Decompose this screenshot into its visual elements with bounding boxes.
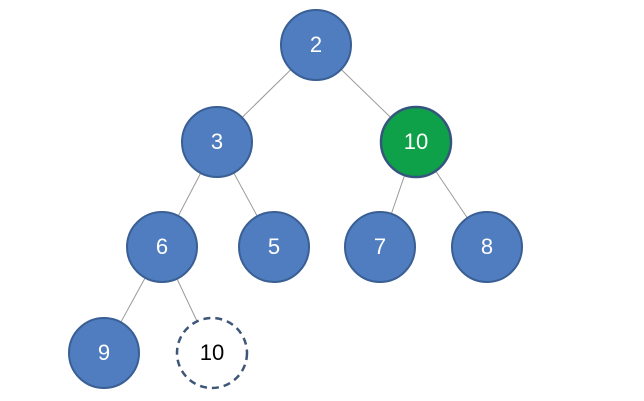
tree-node-9: 9 [68,317,140,389]
node-circle [175,316,249,390]
node-label: 5 [268,234,280,259]
tree-node-2: 2 [280,9,352,81]
node-label: 3 [211,129,223,154]
node-label: 9 [98,340,110,365]
tree-node-10-dashed: 10 [175,316,249,390]
tree-node-7: 7 [344,211,416,283]
tree-node-5: 5 [238,211,310,283]
tree-node-10-green: 10 [379,105,453,179]
tree-node-6: 6 [126,211,198,283]
node-circle [451,211,523,283]
tree-node-3: 3 [181,106,253,178]
node-circle [68,317,140,389]
node-circle [344,211,416,283]
tree-node-8: 8 [451,211,523,283]
node-label: 8 [481,234,493,259]
tree-edges [103,44,488,354]
node-label: 2 [310,32,322,57]
node-label: 10 [404,129,428,154]
node-circle [181,106,253,178]
node-label: 10 [200,340,224,365]
node-label: 7 [374,234,386,259]
node-circle [238,211,310,283]
tree-nodes: 2 3 10 6 5 7 8 9 10 [68,9,523,390]
node-label: 6 [156,234,168,259]
node-circle [379,105,453,179]
node-circle [126,211,198,283]
node-circle [280,9,352,81]
